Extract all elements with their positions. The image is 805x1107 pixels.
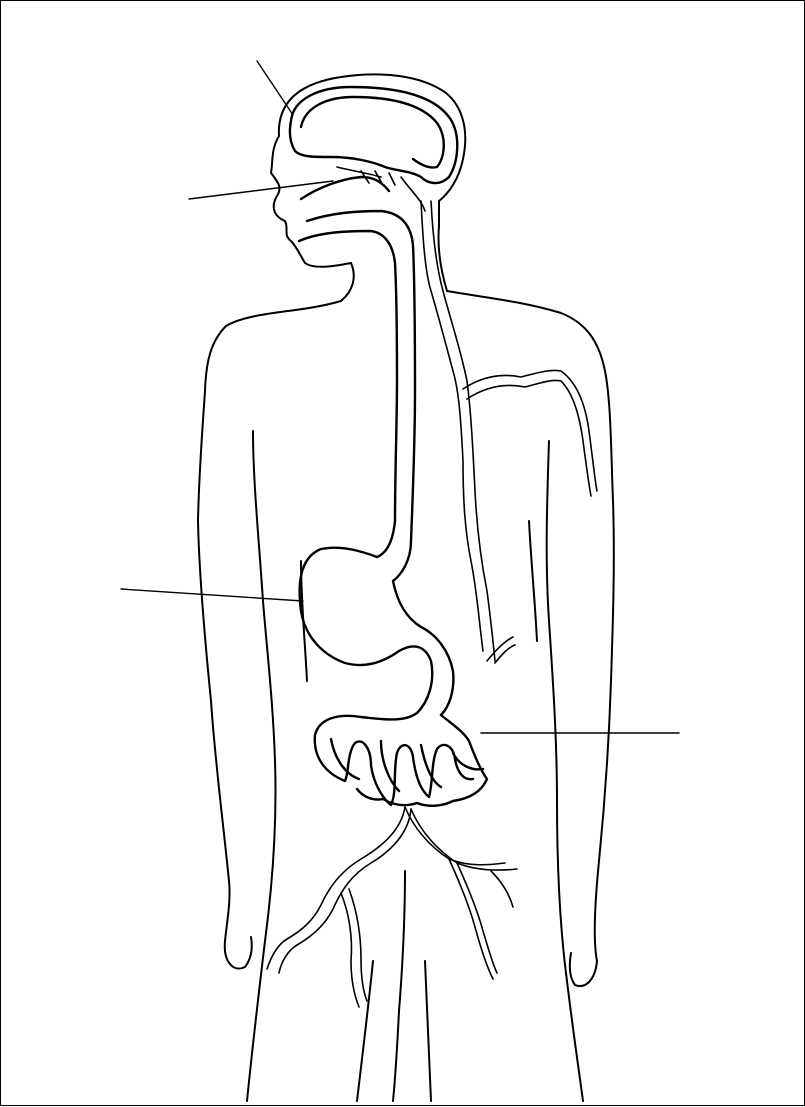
left-arm-outline: [198, 301, 341, 941]
brain-outline: [290, 87, 457, 183]
right-leg-inner: [425, 961, 431, 1101]
esophagus-front: [299, 231, 397, 521]
brain: [290, 87, 457, 183]
body-outline: [198, 74, 614, 1101]
left-hand: [225, 937, 252, 969]
right-torso-side: [547, 441, 583, 1101]
spinal-nerve-2: [431, 201, 495, 661]
right-hand: [570, 953, 597, 986]
stomach-inner: [393, 541, 453, 715]
arm-nerve-branch: [463, 370, 597, 491]
nasal-leader-line: [189, 181, 333, 199]
spinal-nerve: [421, 201, 483, 651]
stomach-leader-line: [121, 589, 303, 601]
nasal-passage: [301, 177, 389, 199]
left-leg-inner: [357, 961, 373, 1101]
lower-vessels: [267, 807, 517, 1007]
brain-leader-line: [257, 61, 293, 115]
right-back-line: [529, 521, 537, 641]
colon-end: [357, 715, 487, 806]
left-torso-side: [247, 431, 276, 1101]
leg-divide: [393, 871, 405, 1101]
right-arm-outline: [447, 291, 614, 961]
esophagus-back: [307, 211, 415, 541]
arm-nerve-branch-2: [467, 380, 591, 496]
kidney-branch: [487, 637, 515, 663]
